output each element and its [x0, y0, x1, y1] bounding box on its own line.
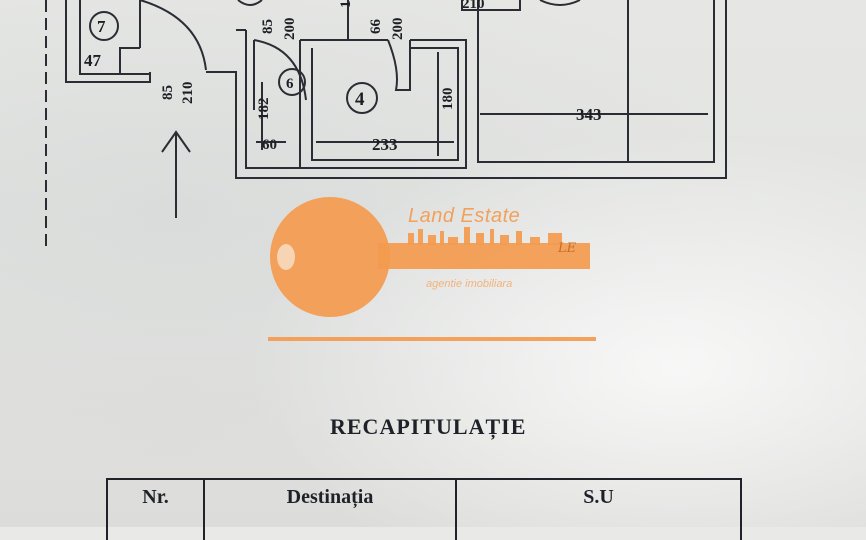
room-marker-7	[89, 11, 119, 41]
skyline-teeth	[408, 227, 562, 245]
dim-1-top: 1	[338, 1, 354, 9]
key-hole	[277, 244, 295, 270]
column-header-destinatia: Destinația	[205, 480, 457, 540]
circle-fragment-top	[539, 0, 581, 6]
logo-underline	[268, 337, 596, 341]
dim-182: 182	[256, 98, 272, 121]
room-7-label: 7	[97, 17, 106, 36]
dim-47: 47	[84, 51, 102, 70]
key-shaft	[378, 243, 590, 269]
brand-name: Land Estate	[408, 205, 521, 227]
dim-210-left: 210	[180, 82, 196, 105]
dim-66: 66	[368, 19, 384, 35]
floor-plan: 47 7 6 4 233 343 60 210 85 210 85 200 1 …	[45, 0, 727, 250]
entrance-arrow-head	[161, 130, 191, 153]
door-swing-room-6	[253, 39, 307, 101]
dim-180: 180	[440, 88, 456, 111]
room-6-label: 6	[286, 76, 294, 92]
summary-table: Nr. Destinația S.U	[106, 478, 742, 540]
brand-tagline: agentie imobiliara	[426, 278, 513, 290]
wall-room-7	[65, 0, 151, 83]
wall-room-4	[299, 39, 467, 169]
wall-top-right	[461, 0, 521, 11]
dim-343: 343	[576, 105, 602, 124]
key-head	[270, 197, 390, 317]
summary-heading: RECAPITULAȚIE	[330, 414, 527, 439]
dim-200-top: 200	[282, 18, 298, 41]
room-marker-6	[278, 68, 306, 96]
dim-233: 233	[372, 135, 398, 154]
wall-large-room	[477, 0, 715, 163]
le-monogram: LE	[557, 241, 577, 256]
land-estate-logo: LE	[268, 197, 596, 341]
door-swing-room-4	[387, 39, 411, 91]
outer-wall-main	[206, 0, 727, 179]
dim-85-top: 85	[260, 19, 276, 34]
dim-85-left: 85	[160, 85, 176, 100]
door-swing-left	[139, 0, 207, 71]
wall-room-4-inner	[311, 47, 459, 161]
wall-room-6	[245, 30, 300, 169]
column-header-su: S.U	[583, 486, 614, 508]
room-4-label: 4	[355, 89, 365, 110]
dim-200-b: 200	[390, 18, 406, 41]
circle-fragment-top-left	[237, 0, 263, 6]
dim-60: 60	[262, 137, 277, 153]
column-header-nr: Nr.	[108, 480, 205, 540]
room-marker-4	[346, 82, 378, 114]
dim-210-top: 210	[462, 0, 485, 12]
